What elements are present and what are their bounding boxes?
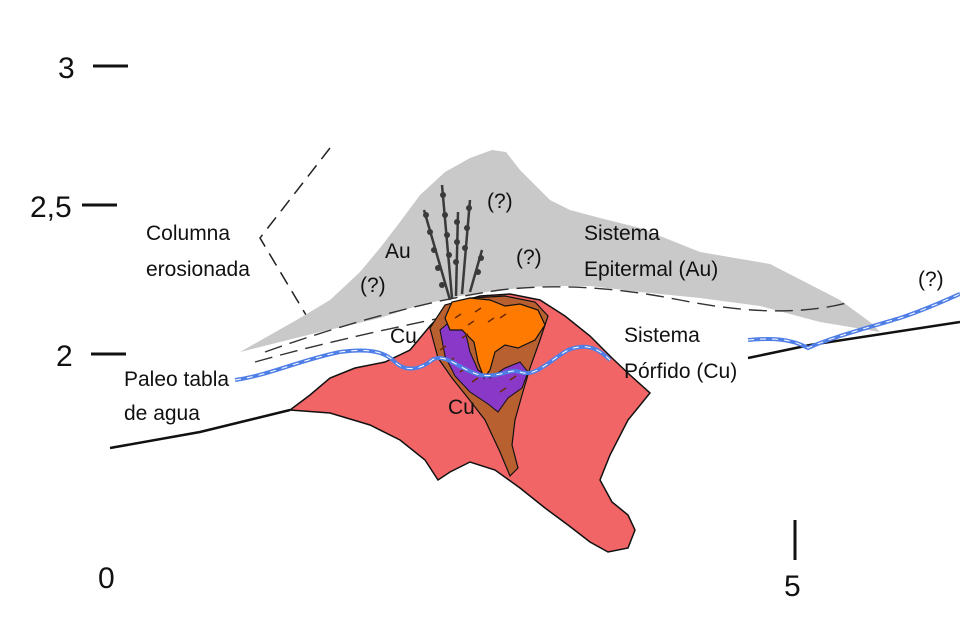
label-porfido-1: Sistema [624,324,700,347]
label-epitermal-2: Epitermal (Au) [584,258,718,281]
y-label-2: 2 [56,340,73,373]
label-question-4: (?) [918,268,944,291]
label-question-2: (?) [516,246,542,269]
vein-nodes [423,192,484,288]
label-columna-2: erosionada [146,258,250,281]
paleo-surface-dashed-upper [264,286,851,353]
label-porfido-2: Pórfido (Cu) [624,360,737,383]
x-label-0: 0 [98,562,115,595]
label-cu-top: Cu [390,325,417,348]
label-paleo-2: de agua [124,402,200,425]
label-question-1: (?) [487,190,513,213]
erosion-column-outline [259,147,331,331]
y-label-2-5: 2,5 [30,191,72,224]
epithermal-zone [240,150,880,352]
x-label-5: 5 [784,570,801,603]
surface-line-left [109,408,291,450]
label-epitermal-1: Sistema [584,222,660,245]
porphyry-intrusion [287,293,652,553]
paleo-water-table-dash [234,293,960,381]
y-label-3: 3 [58,52,75,85]
label-au: Au [385,240,411,263]
vein-marks [439,307,517,393]
label-cu-bottom: Cu [448,396,475,419]
label-question-3: (?) [360,274,386,297]
label-paleo-1: Paleo tabla [124,368,229,391]
potassic-core [444,297,546,380]
label-columna-1: Columna [146,222,230,245]
